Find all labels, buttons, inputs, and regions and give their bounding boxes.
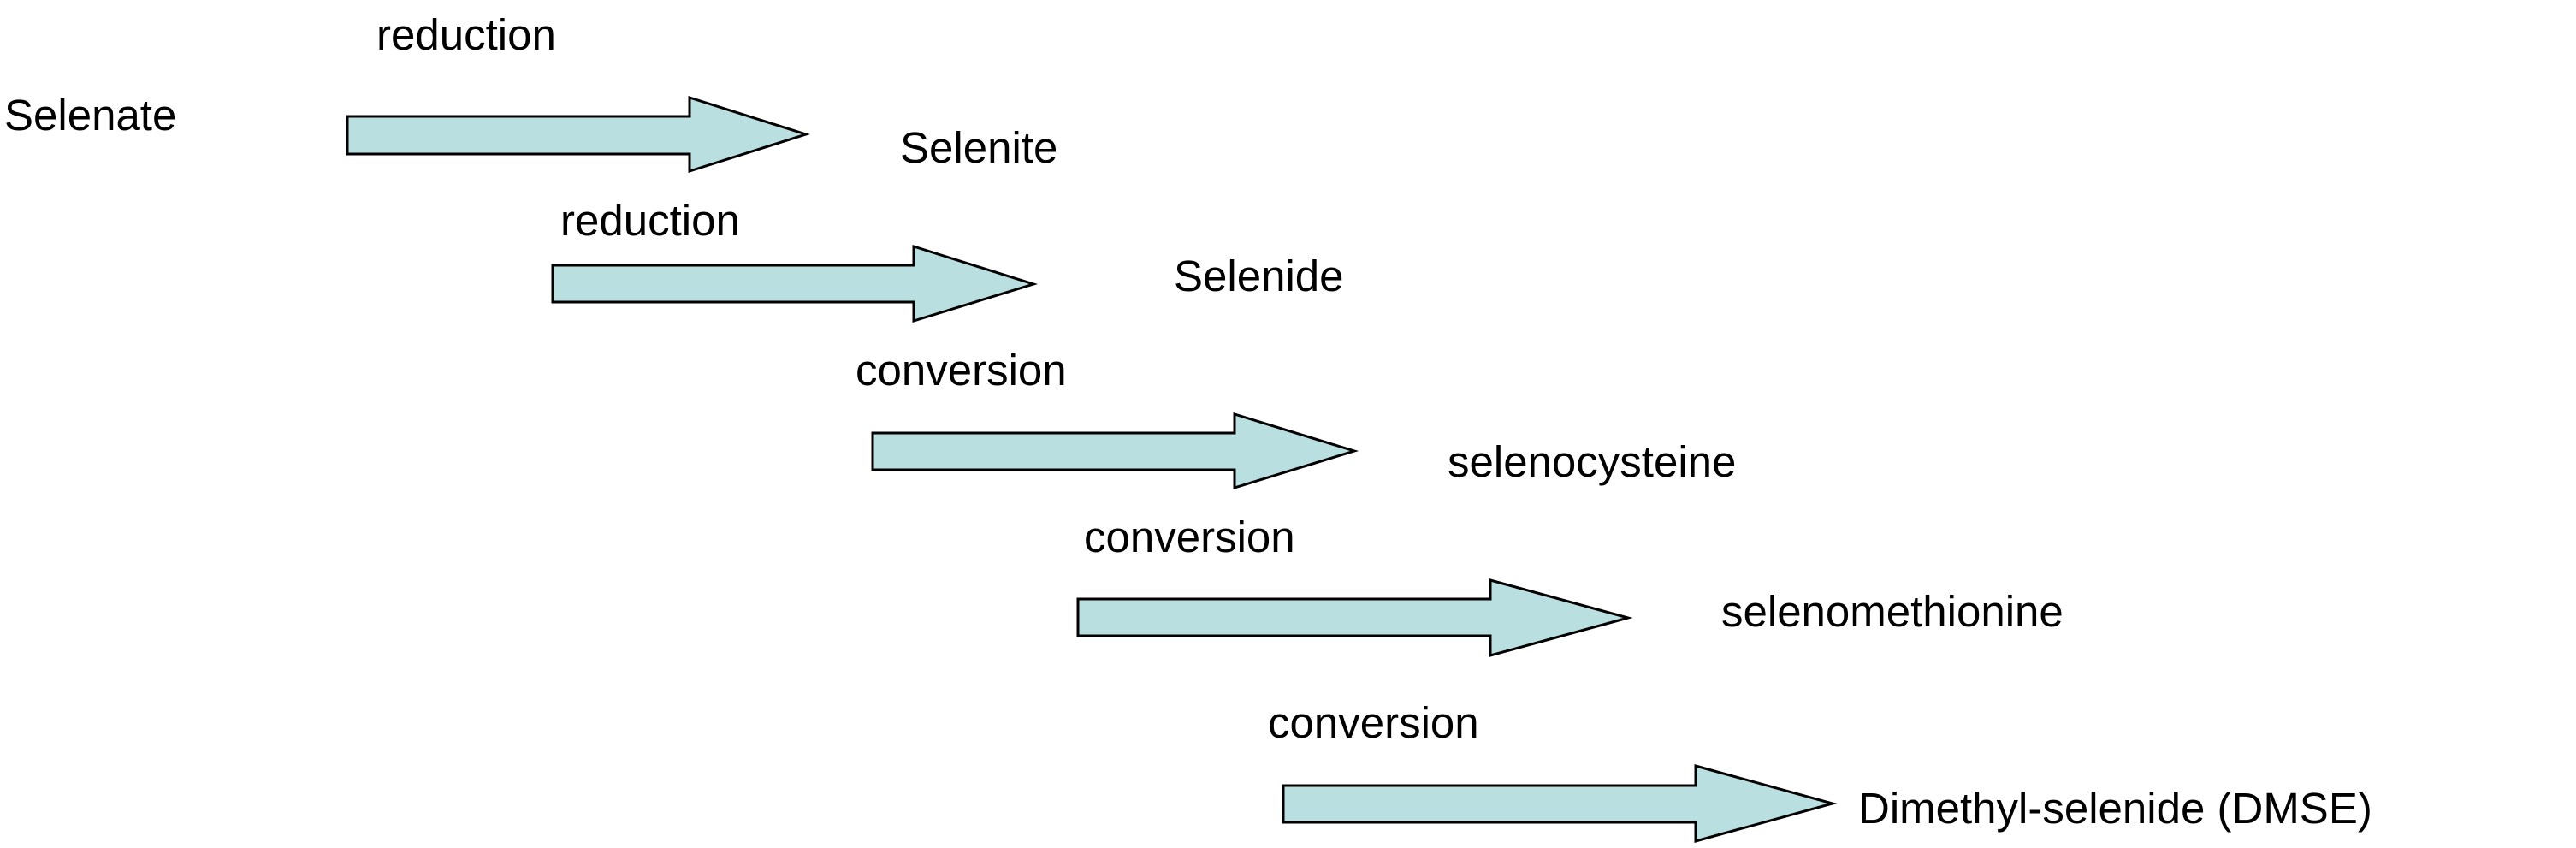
compound-dimethyl-selenide: Dimethyl-selenide (DMSE)	[1858, 784, 2372, 833]
step-2-arrow	[551, 244, 1039, 323]
step-3-process-label: conversion	[856, 346, 1067, 394]
compound-selenocysteine: selenocysteine	[1448, 437, 1736, 486]
compound-selenide: Selenide	[1174, 252, 1344, 300]
step-2-process-label: reduction	[560, 196, 740, 245]
step-4-process-label: conversion	[1084, 513, 1295, 561]
step-1-arrow	[346, 95, 810, 174]
compound-selenite: Selenite	[900, 123, 1057, 172]
step-3-arrow	[871, 412, 1359, 490]
compound-selenomethionine: selenomethionine	[1721, 587, 2064, 636]
step-5-process-label: conversion	[1268, 698, 1479, 747]
step-1-process-label: reduction	[376, 10, 556, 59]
step-4-arrow	[1076, 578, 1633, 657]
step-5-arrow	[1282, 764, 1838, 843]
compound-selenate: Selenate	[4, 91, 176, 139]
